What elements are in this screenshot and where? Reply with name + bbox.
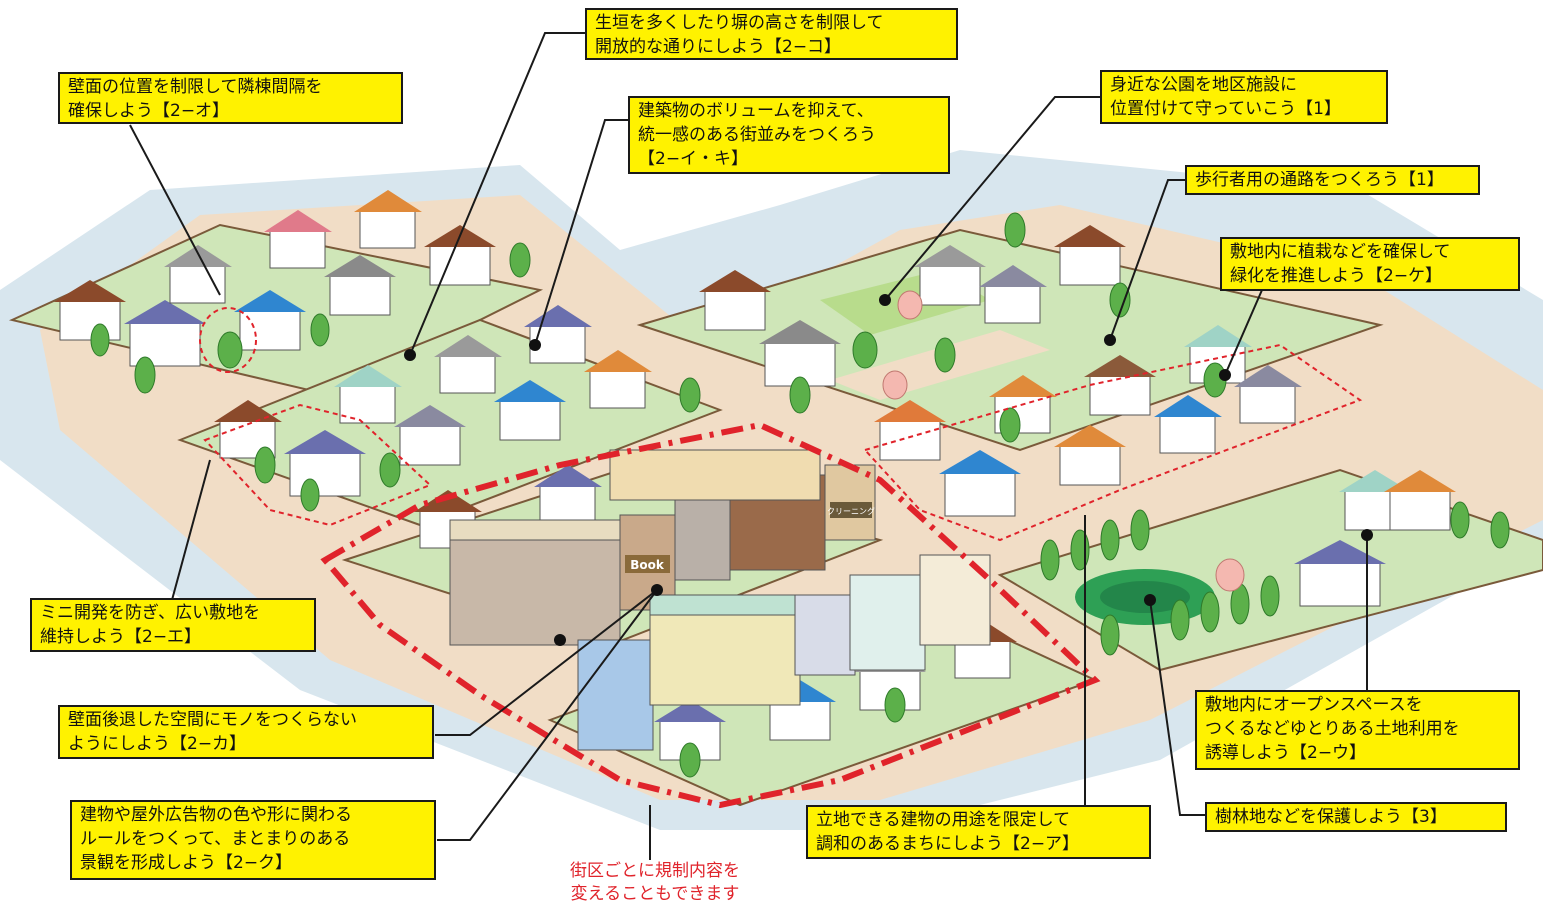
setback-outline [199, 307, 257, 373]
trees [90, 212, 1510, 778]
mid-rise-buildings [449, 449, 991, 751]
callout-park: 身近な公園を地区施設に位置付けて守っていこう【1】 [1100, 70, 1388, 124]
callout-setback: 壁面後退した空間にモノをつくらないようにしよう【2−カ】 [58, 705, 434, 759]
callout-volume: 建築物のボリュームを抑えて、統一感のある街並みをつくろう【2−イ・キ】 [628, 96, 950, 174]
houses [54, 190, 1456, 761]
blossom-trees [882, 290, 1245, 592]
callout-mini-dev: ミニ開発を防ぎ、広い敷地を維持しよう【2−エ】 [30, 598, 316, 652]
callout-wall-position: 壁面の位置を制限して隣棟間隔を確保しよう【2−オ】 [58, 72, 403, 124]
district-note: 街区ごとに規制内容を変えることもできます [570, 861, 740, 904]
callout-hedge: 生垣を多くしたり塀の高さを制限して開放的な通りにしよう【2−コ】 [585, 8, 958, 60]
cleaning-sign-bg [830, 502, 872, 518]
book-sign-bg [625, 555, 670, 573]
greening-outline [863, 343, 1363, 542]
callout-signage: 建物や屋外広告物の色や形に関わるルールをつくって、まとまりのある景観を形成しよう… [70, 800, 436, 880]
callout-greening: 敷地内に植栽などを確保して緑化を推進しよう【2−ケ】 [1220, 237, 1520, 291]
callout-path: 歩行者用の通路をつくろう【1】 [1185, 165, 1480, 195]
book-sign: Book [630, 558, 665, 572]
cleaning-sign: クリーニング [827, 506, 875, 516]
callout-forest: 樹林地などを保護しよう【3】 [1205, 802, 1507, 832]
callout-open-space: 敷地内にオープンスペースをつくるなどゆとりある土地利用を誘導しよう【2−ウ】 [1195, 690, 1520, 770]
large-lot-outline [203, 403, 432, 527]
leader-dots [404, 294, 1373, 646]
callout-land-use: 立地できる建物の用途を限定して調和のあるまちにしよう【2−ア】 [806, 805, 1151, 859]
